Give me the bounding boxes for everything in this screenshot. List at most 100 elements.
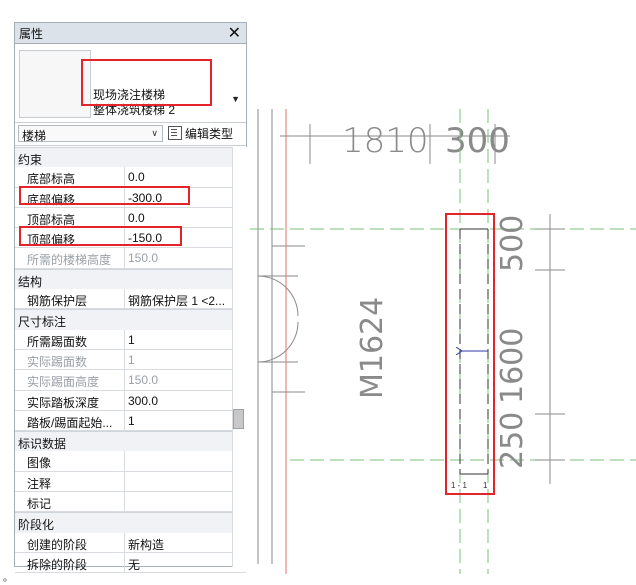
property-value[interactable]: 无 <box>128 557 141 572</box>
property-name: 顶部偏移 <box>27 233 76 248</box>
property-row[interactable]: 注释 <box>15 471 246 493</box>
property-row[interactable]: 钢筋保护层 钢筋保护层 1 <2... <box>15 289 246 310</box>
property-name: 实际踢面数 <box>27 354 88 369</box>
section-label: 约束 <box>18 153 43 167</box>
dimension-text-300: 300 <box>445 121 510 161</box>
column-divider <box>124 187 125 207</box>
section-label: 标识数据 <box>18 437 67 452</box>
property-row[interactable]: 图像 <box>15 451 246 472</box>
edit-type-icon <box>168 126 182 140</box>
section-label: 尺寸标注 <box>18 315 67 330</box>
vertical-scrollbar[interactable] <box>232 147 247 567</box>
type-name: 现场浇注楼梯 整体浇筑楼梯 2 <box>93 88 175 118</box>
property-name: 实际踏板深度 <box>27 395 100 410</box>
property-value[interactable]: 0.0 <box>128 210 145 225</box>
highlight-stair <box>445 213 495 495</box>
category-label: 楼梯 <box>22 129 47 143</box>
dimension-text-1810: 1810 <box>342 121 429 161</box>
property-name: 踏板/踢面起始... <box>27 415 113 430</box>
property-value[interactable]: 1 <box>128 413 135 428</box>
property-value[interactable]: -150.0 <box>128 231 163 246</box>
property-value: 150.0 <box>128 251 159 266</box>
property-value[interactable]: 钢筋保护层 1 <2... <box>128 294 226 309</box>
property-name: 所需的楼梯高度 <box>27 253 112 268</box>
type-type-name: 整体浇筑楼梯 2 <box>93 103 176 117</box>
property-row[interactable]: 顶部偏移 -150.0 <box>15 228 246 249</box>
property-row[interactable]: 拆除的阶段 无 <box>15 552 246 574</box>
property-name: 拆除的阶段 <box>27 557 88 572</box>
column-divider <box>124 552 125 573</box>
highlight-base-offset <box>19 186 190 205</box>
column-divider <box>124 207 125 228</box>
property-grid: 约束⌃底部标高0.0底部偏移-300.0顶部标高0.0顶部偏移-150.0所需的… <box>15 147 246 574</box>
close-icon[interactable]: ✕ <box>227 25 241 42</box>
panel-titlebar: 属性 ✕ <box>15 23 246 44</box>
section-header[interactable]: 阶段化⌃ <box>15 512 246 533</box>
property-row[interactable]: 创建的阶段 新构造 <box>15 532 246 553</box>
property-name: 钢筋保护层 <box>27 294 88 309</box>
column-divider <box>124 167 125 187</box>
property-row[interactable]: 标记 <box>15 492 246 513</box>
property-value[interactable]: 300.0 <box>128 393 159 408</box>
section-label: 结构 <box>18 274 43 289</box>
property-row: 实际踢面数 1 <box>15 349 246 371</box>
instance-filter-dropdown[interactable]: 楼梯 ∨ <box>18 125 163 143</box>
drawing-view[interactable]: 1810 300 1 - 1 1 500 1600 250 M1624 <box>250 14 636 585</box>
type-selector[interactable]: 现场浇注楼梯 整体浇筑楼梯 2 ▼ <box>15 44 246 123</box>
column-divider <box>124 492 125 512</box>
properties-panel: 属性 ✕ 现场浇注楼梯 整体浇筑楼梯 2 ▼ 楼梯 ∨ 编辑类型 约束⌃底部标高… <box>14 22 247 574</box>
property-name: 图像 <box>27 456 52 471</box>
column-divider <box>124 370 125 390</box>
property-name: 底部标高 <box>27 172 76 187</box>
panel-title: 属性 <box>19 27 44 41</box>
column-divider <box>124 349 125 370</box>
section-header[interactable]: 约束⌃ <box>15 147 246 168</box>
section-label: 阶段化 <box>18 518 55 533</box>
door-swing <box>257 275 299 317</box>
property-value: 1 <box>128 352 135 367</box>
property-name: 创建的阶段 <box>27 537 88 552</box>
stray-mark: 。 <box>3 573 13 584</box>
column-divider <box>124 410 125 431</box>
scrollbar-thumb[interactable] <box>233 409 244 429</box>
property-row: 所需的楼梯高度 150.0 <box>15 248 246 269</box>
column-divider <box>124 248 125 268</box>
column-divider <box>124 532 125 552</box>
category-row: 楼梯 ∨ 编辑类型 <box>15 123 246 146</box>
property-name: 标记 <box>27 497 52 512</box>
property-name: 顶部标高 <box>27 212 76 227</box>
tread-number-end: 1 <box>483 481 488 490</box>
chevron-down-icon[interactable]: ▼ <box>231 94 240 104</box>
highlight-top-offset <box>19 226 182 246</box>
tread-number-label: 1 - 1 <box>451 481 468 490</box>
property-value[interactable]: 0.0 <box>128 170 145 185</box>
property-value[interactable]: 新构造 <box>128 537 165 552</box>
property-name: 注释 <box>27 476 52 491</box>
column-divider <box>124 289 125 309</box>
property-value[interactable]: -300.0 <box>128 190 163 205</box>
edit-type-label: 编辑类型 <box>185 127 234 141</box>
section-header[interactable]: 结构⌃ <box>15 268 246 290</box>
section-header[interactable]: 标识数据⌃ <box>15 431 246 452</box>
dimension-text-250: 250 <box>495 412 530 469</box>
property-row[interactable]: 实际踏板深度 300.0 <box>15 390 246 411</box>
property-row[interactable]: 底部标高 0.0 <box>15 167 246 188</box>
property-value: 150.0 <box>128 373 159 388</box>
property-row[interactable]: 所需踢面数 1 <box>15 329 246 350</box>
type-thumbnail <box>19 50 91 118</box>
property-row[interactable]: 踏板/踢面起始... 1 <box>15 410 246 432</box>
type-family-name: 现场浇注楼梯 <box>93 88 166 102</box>
property-name: 所需踢面数 <box>27 334 88 349</box>
background-text-strip <box>0 0 636 12</box>
section-header[interactable]: 尺寸标注⌃ <box>15 309 246 330</box>
chevron-down-icon: ∨ <box>151 128 158 138</box>
column-divider <box>124 471 125 492</box>
edit-type-button[interactable]: 编辑类型 <box>168 125 233 143</box>
column-divider <box>124 451 125 471</box>
column-divider <box>124 228 125 248</box>
column-divider <box>124 329 125 349</box>
property-value[interactable]: 1 <box>128 332 135 347</box>
dimension-text-1600: 1600 <box>495 328 530 404</box>
column-divider <box>124 390 125 410</box>
